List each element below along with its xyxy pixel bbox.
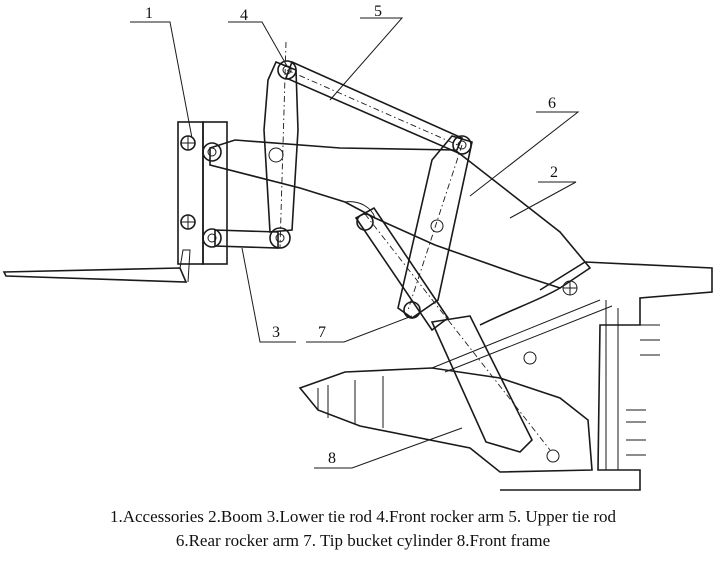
- part-number-7: 7: [318, 324, 326, 341]
- part-number-2: 2: [550, 164, 558, 181]
- leader-lines: [130, 17, 580, 469]
- part-number-4: 4: [240, 7, 248, 24]
- part-number-6: 6: [548, 95, 556, 112]
- part-number-1: 1: [145, 5, 153, 22]
- caption-line-1: 1.Accessories 2.Boom 3.Lower tie rod 4.F…: [109, 507, 617, 526]
- part-number-5: 5: [374, 3, 382, 20]
- figure-caption: 1.Accessories 2.Boom 3.Lower tie rod 4.F…: [0, 505, 726, 553]
- boom-drawing: [209, 139, 592, 326]
- rear-rocker-arm-drawing: [397, 135, 473, 319]
- part-number-8: 8: [328, 450, 336, 467]
- loader-linkage-diagram: 1 4 5 6 2 3 7 8: [2, 3, 713, 491]
- part-number-labels: 1 4 5 6 2 3 7 8: [145, 3, 558, 467]
- upper-tie-rod-drawing: [284, 60, 464, 154]
- front-frame-drawing: [298, 261, 713, 491]
- part-number-3: 3: [272, 324, 280, 341]
- caption-line-2: 6.Rear rocker arm 7. Tip bucket cylinder…: [175, 531, 551, 550]
- accessories-drawing: [2, 121, 228, 283]
- tip-bucket-cylinder-drawing: [354, 206, 551, 453]
